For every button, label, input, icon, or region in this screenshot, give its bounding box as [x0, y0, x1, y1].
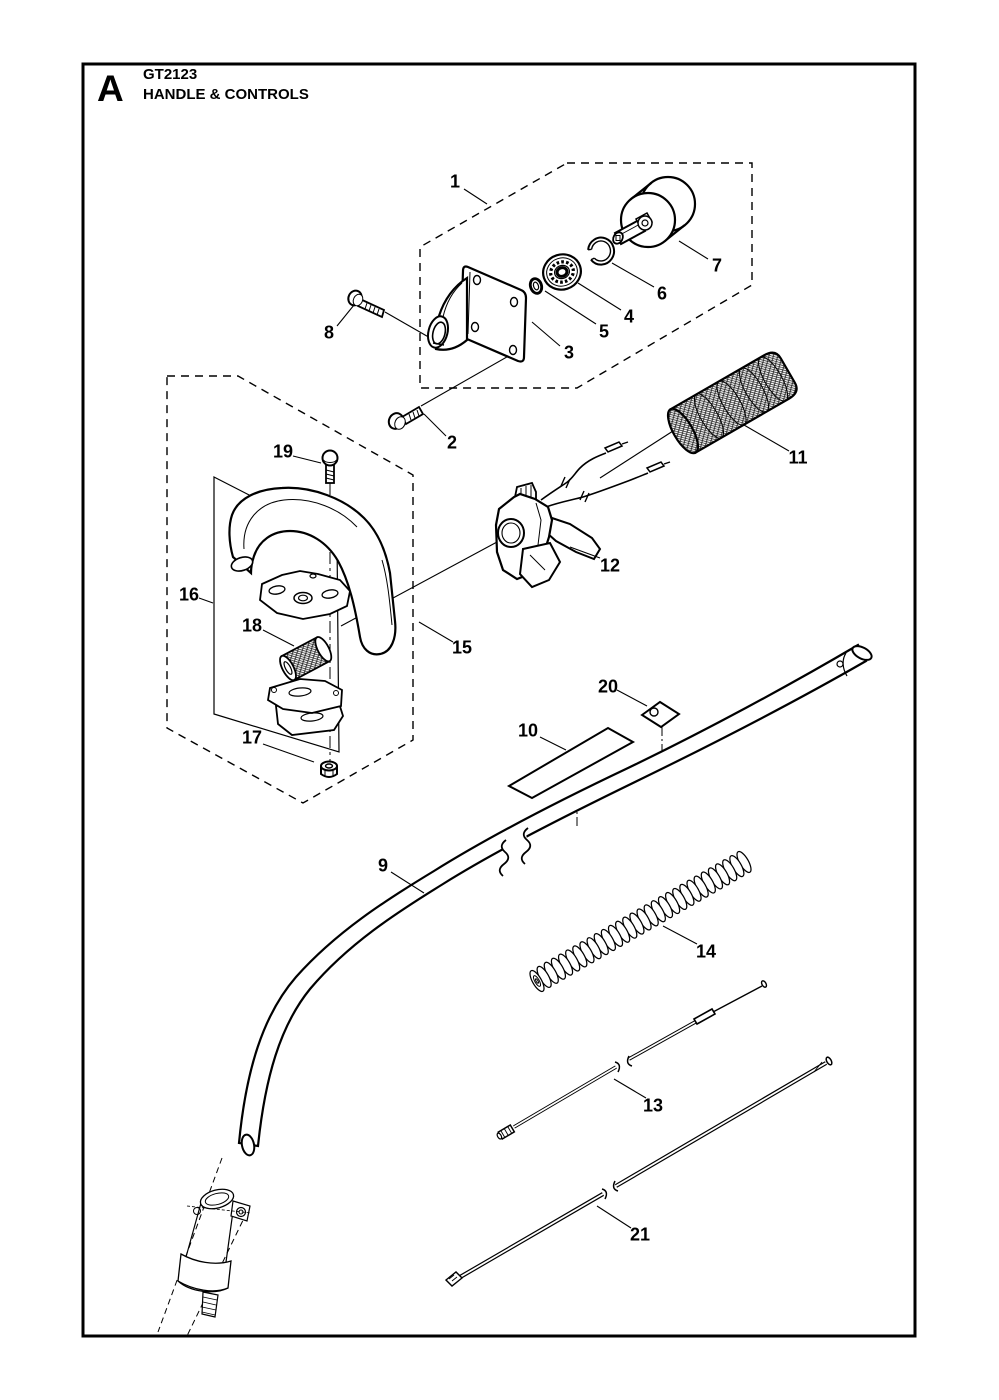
part-bolt-2	[387, 405, 425, 430]
part-bolt-8	[347, 289, 386, 319]
callout-4: 4	[623, 306, 635, 327]
part-nut	[320, 760, 338, 778]
callout-12: 12	[599, 555, 621, 576]
model-number: GT2123	[143, 66, 198, 83]
part-grip-11	[666, 351, 798, 455]
callout-14: 14	[695, 941, 717, 962]
part-snap-ring-6	[587, 236, 616, 266]
section-letter: A	[97, 68, 124, 109]
part-handlebar-bracket	[259, 570, 351, 620]
part-decal-10	[506, 726, 636, 800]
part-foam-sleeve-18	[279, 636, 333, 682]
part-decal-20	[640, 700, 681, 729]
part-washer-5	[528, 277, 544, 295]
part-drive-shaft-21	[444, 1056, 833, 1287]
callout-18: 18	[241, 615, 263, 636]
part-screw-19	[321, 449, 339, 484]
callout-1: 1	[449, 171, 461, 192]
part-loop-handle-15	[228, 486, 397, 656]
callout-2: 2	[446, 432, 458, 453]
page-border	[81, 62, 917, 1338]
part-bearing-4	[542, 253, 582, 291]
part-clamp-17	[267, 678, 344, 736]
callout-10: 10	[517, 720, 539, 741]
callout-15: 15	[451, 637, 473, 658]
assembly-lines	[157, 311, 674, 1339]
callout-17: 17	[241, 727, 263, 748]
part-clutch-housing	[427, 265, 528, 363]
callout-6: 6	[656, 283, 668, 304]
part-throttle-12	[494, 441, 671, 589]
callout-19: 19	[272, 441, 294, 462]
callout-7: 7	[711, 255, 723, 276]
callout-13: 13	[642, 1095, 664, 1116]
callout-16: 16	[178, 584, 200, 605]
callout-11: 11	[788, 447, 808, 468]
gearhead-assembly	[177, 1188, 252, 1318]
callout-3: 3	[563, 342, 575, 363]
group-box-1	[419, 162, 753, 389]
callout-21: 21	[629, 1224, 651, 1245]
part-clutch-drum-7	[612, 175, 697, 249]
page-title: HANDLE & CONTROLS	[143, 86, 309, 103]
callout-20: 20	[597, 676, 619, 697]
leader-lines	[198, 188, 790, 1229]
callout-9: 9	[377, 855, 389, 876]
callout-8: 8	[323, 322, 335, 343]
callout-5: 5	[598, 321, 610, 342]
part-cable-13	[496, 980, 768, 1141]
part-shaft-9	[237, 643, 873, 1157]
part-flex-shaft-14	[529, 850, 752, 993]
group-box-16	[166, 375, 414, 804]
